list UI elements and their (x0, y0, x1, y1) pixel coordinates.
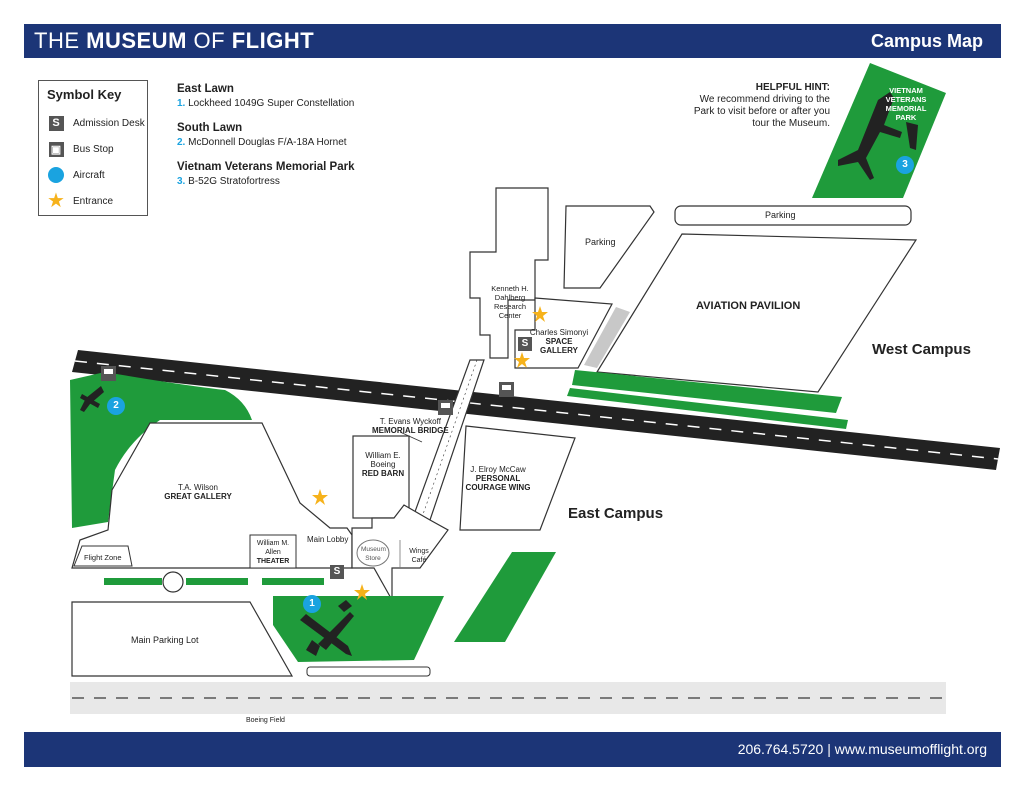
fa18-aircraft-icon[interactable] (80, 386, 104, 412)
bus-stop-icon[interactable] (499, 382, 514, 397)
aviation-pavilion-label: AVIATION PAVILION (696, 300, 801, 312)
hint-text: We recommend driving to the Park to visi… (693, 94, 830, 129)
symbol-key-title: Symbol Key (47, 87, 122, 102)
aircraft-entry: 2. McDonnell Douglas F/A-18A Hornet (177, 137, 347, 148)
header-banner: THE MUSEUM OF FLIGHT Campus Map (24, 24, 1001, 58)
symbol-key: Symbol Key S Admission Desk ▣ Bus Stop A… (38, 80, 148, 216)
aircraft-list: East Lawn 1. Lockheed 1049G Super Conste… (177, 83, 437, 200)
admission-desk-icon: S (48, 115, 64, 131)
entrance-star-icon[interactable] (514, 352, 530, 368)
entrance-star-icon: ★ (47, 190, 65, 212)
key-row-entrance: ★ Entrance (47, 191, 113, 211)
museum-logo: THE MUSEUM OF FLIGHT (34, 28, 314, 54)
boeing-field-label: Boeing Field (246, 717, 285, 724)
helpful-hint: HELPFUL HINT: We recommend driving to th… (690, 82, 830, 130)
boeing-field-runway (70, 682, 946, 714)
flight-zone-area[interactable] (73, 545, 133, 567)
key-label: Bus Stop (73, 143, 114, 155)
west-lawn-strip-2 (567, 388, 848, 429)
personal-courage-wing-building[interactable] (459, 425, 576, 531)
key-row-admission: S Admission Desk (47, 113, 145, 133)
admission-desk-icon[interactable] (518, 337, 532, 351)
aircraft-marker-3[interactable] (896, 156, 914, 174)
entrance-star-icon[interactable] (532, 306, 548, 322)
key-label: Entrance (73, 195, 114, 207)
constellation-aircraft-icon[interactable] (300, 600, 354, 656)
museum-store-label: Museum Store (361, 546, 386, 562)
entrance-star-icon[interactable] (312, 489, 328, 505)
dahlberg-label: Kenneth H. Dahlberg Research Center (491, 284, 529, 320)
aircraft-marker-2[interactable] (107, 397, 125, 415)
theater-building[interactable] (249, 534, 297, 569)
aircraft-dot-icon (48, 167, 64, 183)
key-label: Admission Desk (73, 117, 145, 129)
aviation-pavilion-building[interactable] (595, 233, 918, 393)
bus-stop-icon[interactable] (101, 366, 116, 381)
road-centerline (74, 360, 999, 460)
pavilion-connector (584, 307, 630, 368)
footer-banner: 206.764.5720 | www.museumofflight.org (24, 732, 1001, 767)
parking-left-area[interactable] (563, 205, 655, 289)
b52-aircraft-icon[interactable] (838, 92, 918, 180)
brand-the: THE (34, 28, 80, 53)
bus-stop-icon[interactable] (438, 400, 453, 415)
admission-desk-icon[interactable] (330, 565, 344, 579)
aircraft-marker-1[interactable] (303, 595, 321, 613)
marker-2-label: 2 (113, 400, 119, 411)
brand-of: OF (193, 28, 226, 53)
bridge-truss (420, 359, 478, 521)
bridge-leader-line (399, 431, 423, 443)
admission-desk-symbol: S (521, 338, 529, 349)
admission-desk-symbol: S (333, 566, 341, 577)
key-label: Aircraft (73, 169, 105, 181)
east-campus-label: East Campus (568, 505, 664, 522)
main-parking-lot[interactable] (71, 601, 294, 677)
aircraft-entry: 3. B-52G Stratofortress (177, 176, 280, 187)
bus-stop-icon: ▣ (48, 141, 64, 157)
key-row-bus: ▣ Bus Stop (47, 139, 114, 159)
east-lawn[interactable] (273, 596, 444, 662)
area-heading: Vietnam Veterans Memorial Park (177, 161, 355, 173)
area-heading: East Lawn (177, 83, 234, 95)
flight-zone-label: Flight Zone (84, 553, 122, 562)
marker-3-label: 3 (902, 159, 908, 170)
median-strip-2 (186, 578, 248, 585)
parking-left-label: Parking (585, 237, 616, 247)
parking-top-label: Parking (765, 210, 796, 220)
dahlberg-research-center[interactable] (469, 187, 549, 359)
roundabout (162, 571, 184, 593)
west-lawn-strip-1 (572, 370, 842, 413)
key-row-aircraft: Aircraft (47, 165, 105, 185)
median-strip-1 (104, 578, 162, 585)
east-lawn-strip (454, 552, 556, 642)
wings-cafe-label: Wings Café (409, 548, 429, 564)
main-parking-label: Main Parking Lot (131, 635, 199, 645)
vietnam-park-label: VIETNAM VETERANS MEMORIAL PARK (885, 86, 927, 122)
museum-store[interactable] (356, 539, 390, 567)
brand-flight: FLIGHT (231, 28, 315, 53)
main-lobby-label: Main Lobby (307, 535, 349, 544)
brand-museum: MUSEUM (86, 28, 187, 53)
parking-top-area[interactable] (674, 205, 912, 226)
median-strip-3 (262, 578, 324, 585)
contact-info[interactable]: 206.764.5720 | www.museumofflight.org (737, 741, 987, 757)
parking-strip (306, 666, 431, 677)
aircraft-entry: 1. Lockheed 1049G Super Constellation (177, 98, 355, 109)
west-campus-label: West Campus (872, 341, 971, 358)
entrance-star-icon[interactable] (354, 584, 370, 600)
page-title: Campus Map (870, 31, 983, 51)
area-heading: South Lawn (177, 122, 243, 134)
hint-title: HELPFUL HINT: (755, 82, 830, 93)
marker-1-label: 1 (309, 598, 315, 609)
